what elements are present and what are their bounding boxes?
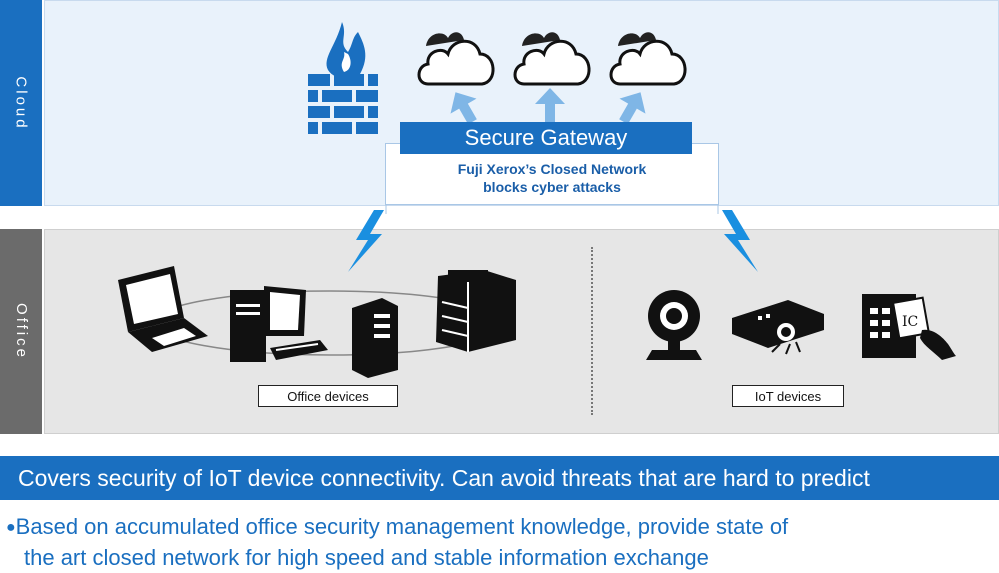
- webcam-icon: [646, 290, 702, 360]
- ic-card-reader-icon: IC: [862, 294, 956, 360]
- gateway-description-line2: blocks cyber attacks: [483, 179, 621, 195]
- gateway-description-line1: Fuji Xerox’s Closed Network: [457, 161, 647, 177]
- secure-gateway-title: Secure Gateway: [400, 122, 692, 154]
- projector-icon: [732, 300, 824, 355]
- firewall-icon: [308, 22, 378, 134]
- server-icon: [352, 298, 398, 378]
- bullet-line2: the art closed network for high speed an…: [24, 545, 709, 570]
- office-zone-label: Office: [12, 303, 30, 360]
- laptop-icon: [118, 266, 208, 352]
- office-devices-label: Office devices: [258, 385, 398, 407]
- upload-arrow-icon: [450, 92, 477, 125]
- printer-icon: [436, 270, 516, 352]
- zone-divider: [591, 247, 593, 415]
- cloud-zone-tab: Cloud: [0, 0, 42, 206]
- iot-devices-label: IoT devices: [732, 385, 844, 407]
- cloud-icon: [513, 32, 591, 86]
- cloud-icon: [609, 32, 687, 86]
- bullet-line1: Based on accumulated office security man…: [15, 514, 789, 539]
- lightning-icon: [348, 210, 384, 272]
- cloud-icon: [417, 32, 495, 86]
- upload-arrow-icon: [535, 88, 565, 122]
- summary-banner: Covers security of IoT device connectivi…: [0, 456, 999, 500]
- office-zone-tab: Office: [0, 229, 42, 434]
- lightning-icon: [722, 210, 758, 272]
- feature-bullet: ●Based on accumulated office security ma…: [6, 512, 966, 573]
- svg-text:IC: IC: [902, 314, 918, 330]
- bullet-marker: ●: [6, 519, 16, 536]
- upload-arrow-icon: [619, 92, 646, 125]
- gateway-description: Fuji Xerox’s Closed Network blocks cyber…: [385, 160, 719, 196]
- desktop-icon: [230, 286, 328, 362]
